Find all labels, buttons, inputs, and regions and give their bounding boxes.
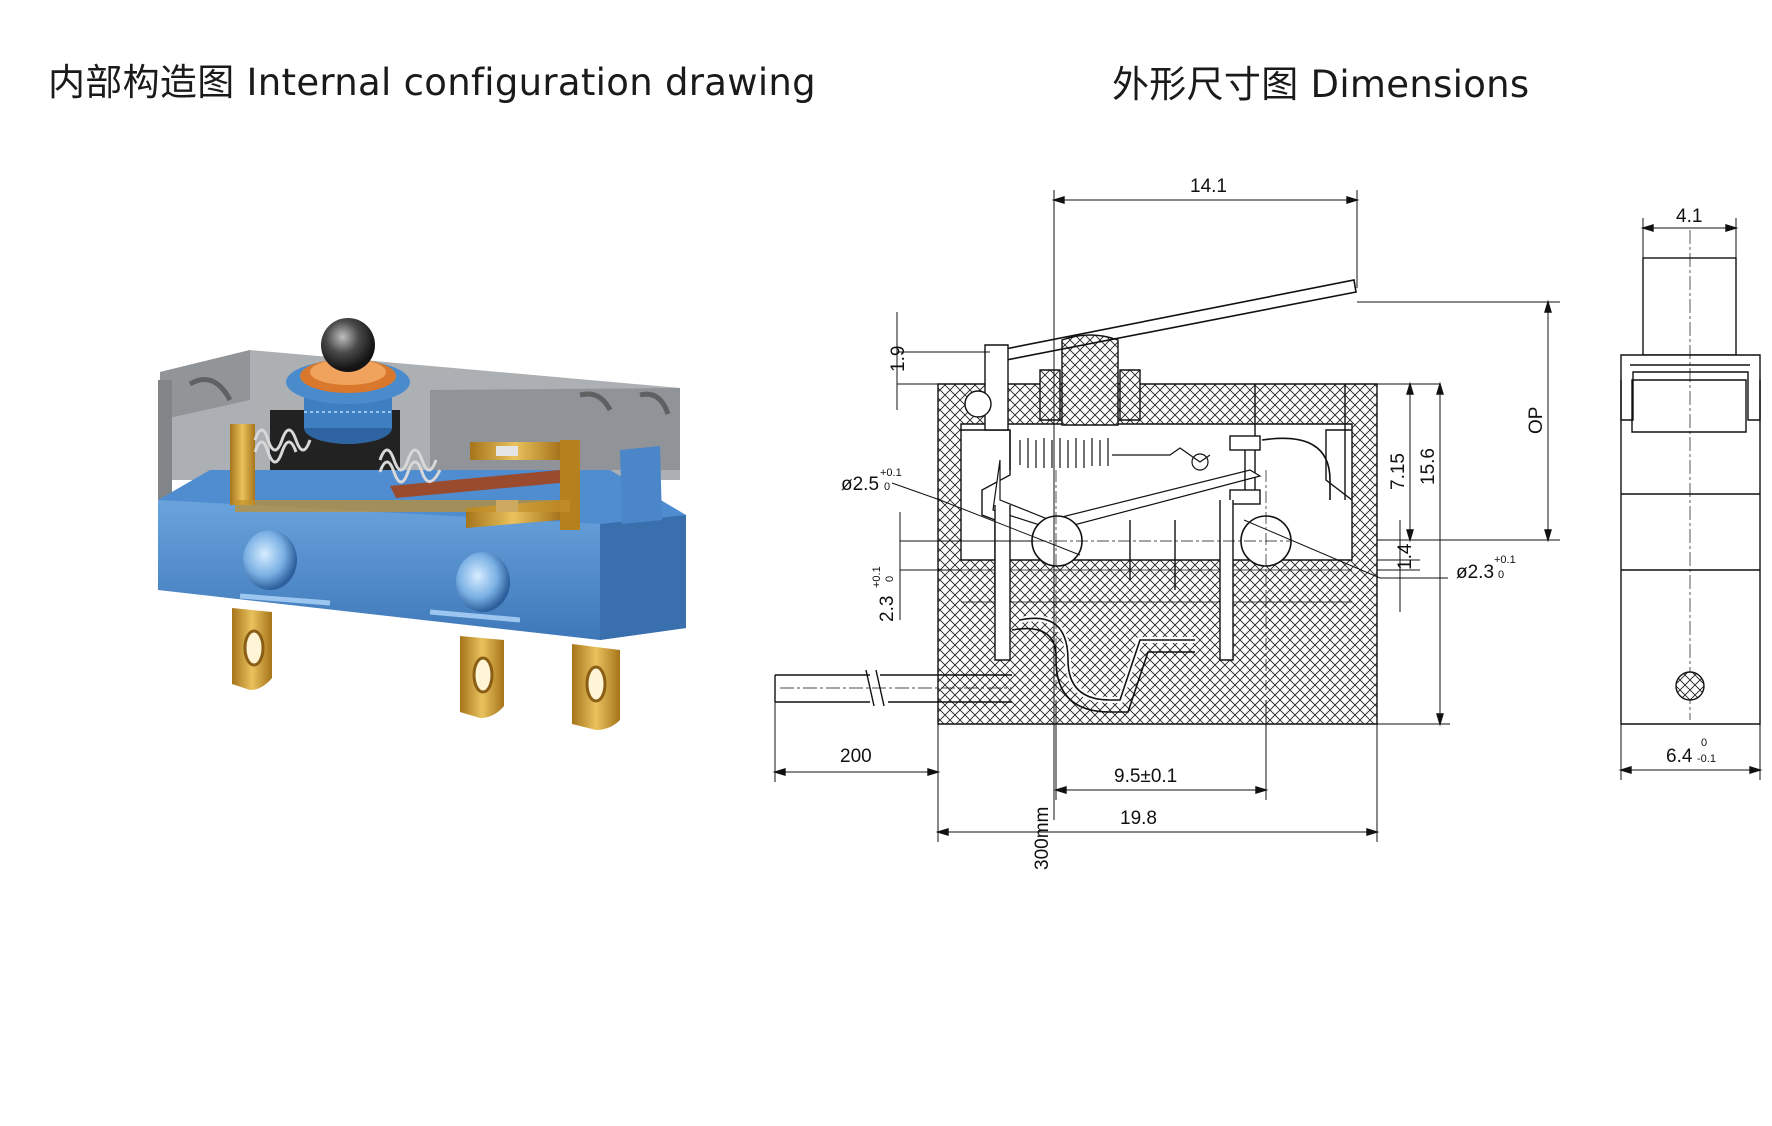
side-view-dimension-labels: 4.1 6.4 0 -0.1 (1666, 206, 1716, 767)
mounting-hole-left (243, 530, 297, 590)
dim-op: OP (1526, 407, 1547, 434)
coil-spring (1019, 438, 1211, 471)
dim-hole-pitch: 9.5±0.1 (1114, 766, 1177, 787)
spring-right (378, 448, 442, 484)
dim-hole-spacing-tol-lower: 0 (884, 576, 896, 582)
dim-side-bottom-tol-lower: -0.1 (1697, 753, 1716, 765)
dimensions-title: 外形尺寸图 Dimensions (1112, 63, 1530, 106)
dim-hole-right-tol-lower: 0 (1498, 569, 1504, 581)
dim-hole-right: ø2.3 (1456, 562, 1494, 583)
dim-hole-left: ø2.5 (841, 474, 879, 495)
dim-lever-offset: 1.9 (888, 346, 909, 372)
internal-configuration-drawing (158, 318, 686, 730)
dim-h-14: 1.4 (1395, 543, 1416, 570)
terminal-no (572, 644, 620, 730)
spring-left (253, 428, 312, 464)
dim-wire-length: 300mm (1032, 807, 1053, 870)
terminal-common (232, 608, 272, 690)
dim-body-length: 19.8 (1120, 808, 1157, 829)
dim-hole-spacing-tol-upper: +0.1 (871, 566, 883, 588)
side-view-hole (1675, 671, 1705, 701)
external-cable (774, 669, 1012, 707)
dim-h-715: 7.15 (1388, 453, 1409, 490)
side-view-drawing (1618, 218, 1763, 780)
dim-hole-right-tol-upper: +0.1 (1494, 554, 1516, 566)
mounting-hole-right (456, 552, 510, 612)
lever-arm (989, 279, 1357, 363)
dim-hole-spacing: 2.3 (877, 596, 898, 622)
dim-side-bottom-tol-upper: 0 (1701, 737, 1707, 749)
housing-front (158, 500, 686, 640)
terminal-nc (460, 636, 504, 718)
dim-hole-left-tol-lower: 0 (884, 481, 890, 493)
dim-hole-left-tol-upper: +0.1 (880, 467, 902, 479)
internal-configuration-title: 内部构造图 Internal configuration drawing (48, 61, 816, 104)
section-view-drawing (772, 190, 1560, 842)
dim-side-bottom-width: 6.4 (1666, 746, 1693, 767)
section-dimension-labels: 14.1 1.9 ø2.5 +0.1 0 2.3 +0.1 0 7.15 15.… (840, 176, 1547, 870)
actuator-button (286, 318, 410, 444)
dim-h-156: 15.6 (1418, 448, 1439, 485)
dim-width-top: 14.1 (1190, 176, 1227, 197)
dim-side-top-width: 4.1 (1676, 206, 1702, 227)
dim-cable-length: 200 (840, 746, 872, 767)
actuator-ball (321, 318, 375, 372)
plunger (1061, 334, 1119, 426)
